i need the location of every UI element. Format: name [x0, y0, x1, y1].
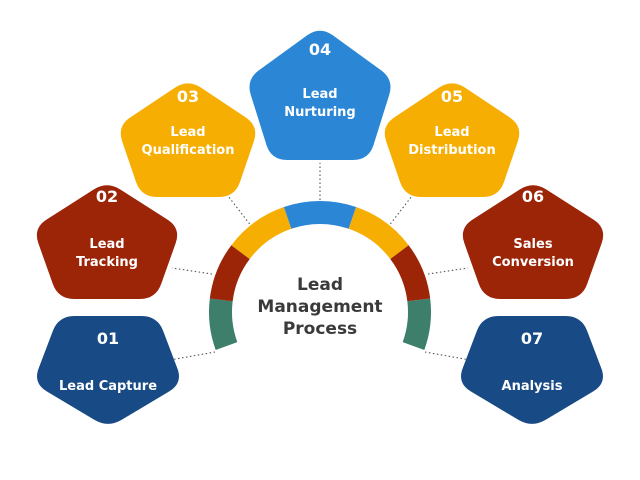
- step-04-number: 04: [309, 40, 331, 59]
- connector-line-02: [171, 267, 213, 275]
- step-03-label-line-1: Lead: [170, 125, 205, 140]
- center-title-line-1: Lead: [297, 275, 343, 295]
- step-04-label-line-2: Nurturing: [284, 105, 355, 120]
- step-01-pentagon-down-shape: [37, 316, 179, 424]
- center-title-line-2: Management: [257, 297, 382, 317]
- step-07-label-line-1: Analysis: [502, 379, 563, 394]
- step-02-label-line-2: Tracking: [76, 255, 138, 270]
- ring-segment-yellow-right: [348, 207, 409, 260]
- step-02-pentagon-shape: [36, 185, 178, 299]
- step-06-number: 06: [522, 187, 544, 206]
- connector-line-07: [424, 351, 471, 361]
- step-07-number: 07: [521, 329, 543, 348]
- ring-segment-red-left: [209, 245, 250, 302]
- connector-line-06: [427, 267, 469, 275]
- connectors-layer: [169, 163, 471, 361]
- ring-segment-teal-left: [209, 298, 238, 350]
- ring-segment-red-right: [390, 245, 431, 302]
- step-05-label-line-2: Distribution: [408, 143, 495, 158]
- step-02-number: 02: [96, 187, 118, 206]
- center-title-group: Lead Management Process: [257, 275, 382, 339]
- step-06-label-line-1: Sales: [513, 237, 552, 252]
- step-04-pentagon-shape: [249, 30, 391, 160]
- center-ring: [209, 201, 431, 350]
- ring-segment-yellow-left: [231, 207, 292, 260]
- connector-line-01: [169, 351, 216, 361]
- step-03-label-line-2: Qualification: [142, 143, 235, 158]
- center-title-line-3: Process: [283, 319, 357, 339]
- step-05-label-line-1: Lead: [434, 125, 469, 140]
- step-03-pentagon-shape: [120, 83, 256, 197]
- step-06-label-line-2: Conversion: [492, 255, 574, 270]
- step-01-number: 01: [97, 329, 119, 348]
- connector-line-03: [227, 195, 253, 228]
- step-05-pentagon-shape: [384, 83, 520, 197]
- ring-segment-blue-top: [283, 201, 357, 229]
- step-07-pentagon-down-shape: [461, 316, 603, 424]
- step-04-label-line-1: Lead: [302, 87, 337, 102]
- step-03-number: 03: [177, 87, 199, 106]
- step-05-number: 05: [441, 87, 463, 106]
- connector-line-05: [387, 195, 413, 228]
- step-06-pentagon-shape: [462, 185, 604, 299]
- ring-segment-teal-right: [402, 298, 431, 350]
- step-01-label-line-1: Lead Capture: [59, 379, 157, 394]
- step-02-label-line-1: Lead: [89, 237, 124, 252]
